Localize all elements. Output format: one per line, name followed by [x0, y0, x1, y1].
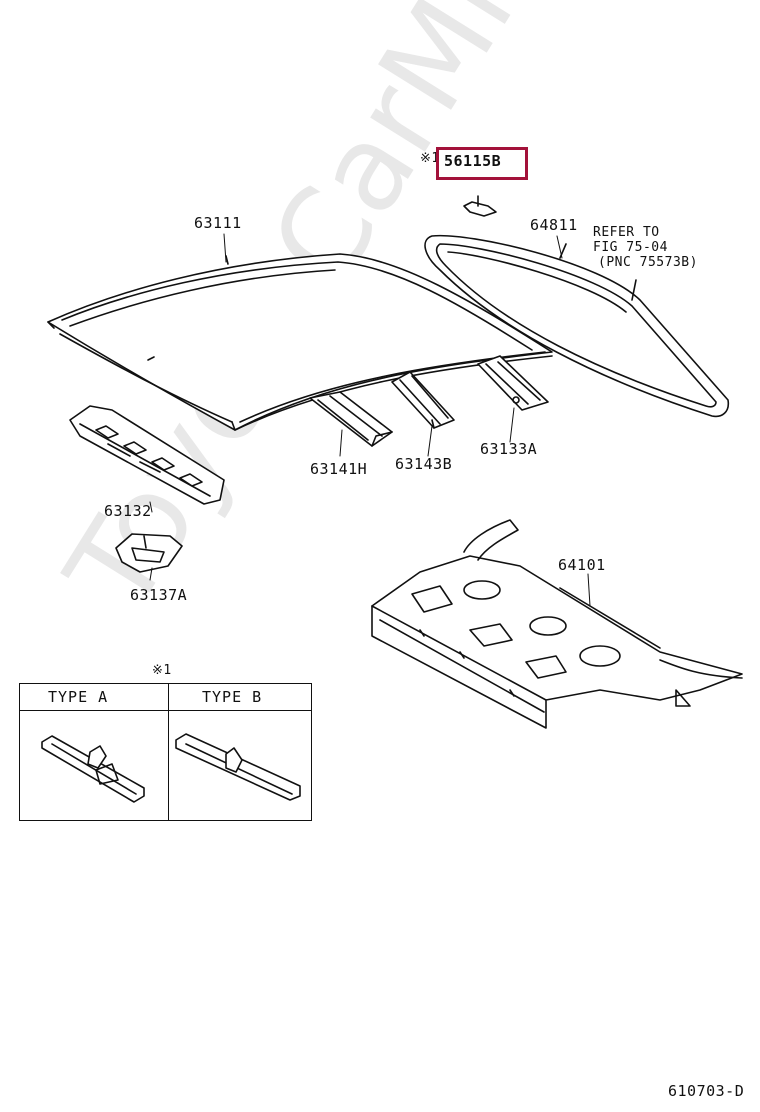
callout-63133a[interactable]: 63133A: [480, 440, 538, 458]
clip-part: [463, 195, 497, 217]
bracket-63137a: [115, 533, 183, 573]
callout-63132[interactable]: 63132: [104, 502, 152, 520]
legend-clip-type-a: [41, 735, 145, 803]
legend-type-a: TYPE A: [48, 688, 109, 706]
legend-clip-type-b: [175, 733, 301, 801]
legend-mark: ※1: [152, 663, 172, 678]
highlight-box: [436, 147, 528, 180]
figure-code: 610703-D: [668, 1082, 745, 1100]
legend-header-row: [20, 684, 311, 711]
legend-type-b: TYPE B: [202, 688, 263, 706]
package-tray: [371, 519, 743, 729]
refer-line-2: FIG 75-04: [593, 240, 668, 255]
legend-divider: [168, 684, 169, 820]
callout-56115b[interactable]: 56115B: [444, 152, 502, 170]
callout-63143b[interactable]: 63143B: [395, 455, 453, 473]
reinforcement-63132: [69, 405, 225, 505]
callout-63137a[interactable]: 63137A: [130, 586, 188, 604]
leader-lines: [149, 233, 591, 607]
callout-64101[interactable]: 64101: [558, 556, 606, 574]
roof-panel: [47, 253, 553, 431]
callout-63141h[interactable]: 63141H: [310, 460, 368, 478]
callout-63111[interactable]: 63111: [194, 214, 242, 232]
callout-56115b-mark: ※1: [420, 151, 440, 166]
roof-bow-63133a: [477, 355, 549, 411]
roof-bow-63143b: [391, 371, 455, 429]
callout-64811[interactable]: 64811: [530, 216, 578, 234]
legend-table: TYPE A TYPE B: [19, 683, 312, 821]
refer-line-3: (PNC 75573B): [598, 255, 698, 270]
refer-line-1: REFER TO: [593, 225, 660, 240]
roof-bow-63141h: [309, 391, 393, 447]
